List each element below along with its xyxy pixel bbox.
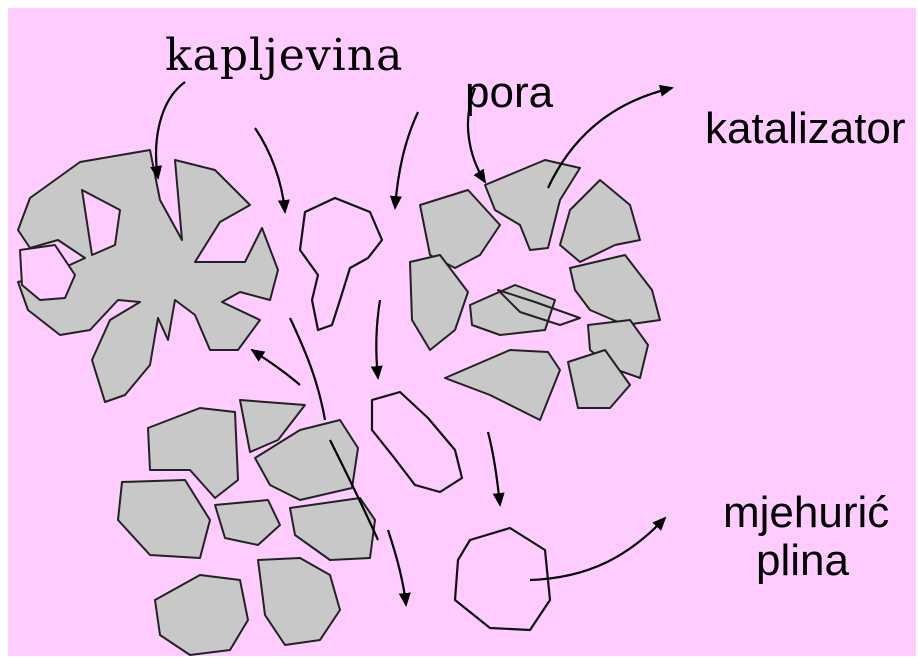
bubble-middle: [372, 392, 462, 492]
gas-bubble-label-line2: plina: [756, 536, 849, 586]
gas-bubble-label-line1: mjehurić: [723, 488, 889, 538]
bubble-top: [300, 198, 382, 330]
catalyst-particle-right: [410, 160, 660, 420]
liquid-label: kapljevina: [165, 30, 403, 81]
catalyst-particle-top-left: [18, 150, 278, 402]
catalyst-particle-bottom-left: [118, 400, 375, 655]
pore-label: pora: [465, 68, 553, 118]
diagram-canvas: kapljevina pora katalizator mjehurić pli…: [8, 8, 916, 656]
catalyst-label: katalizator: [705, 104, 906, 154]
